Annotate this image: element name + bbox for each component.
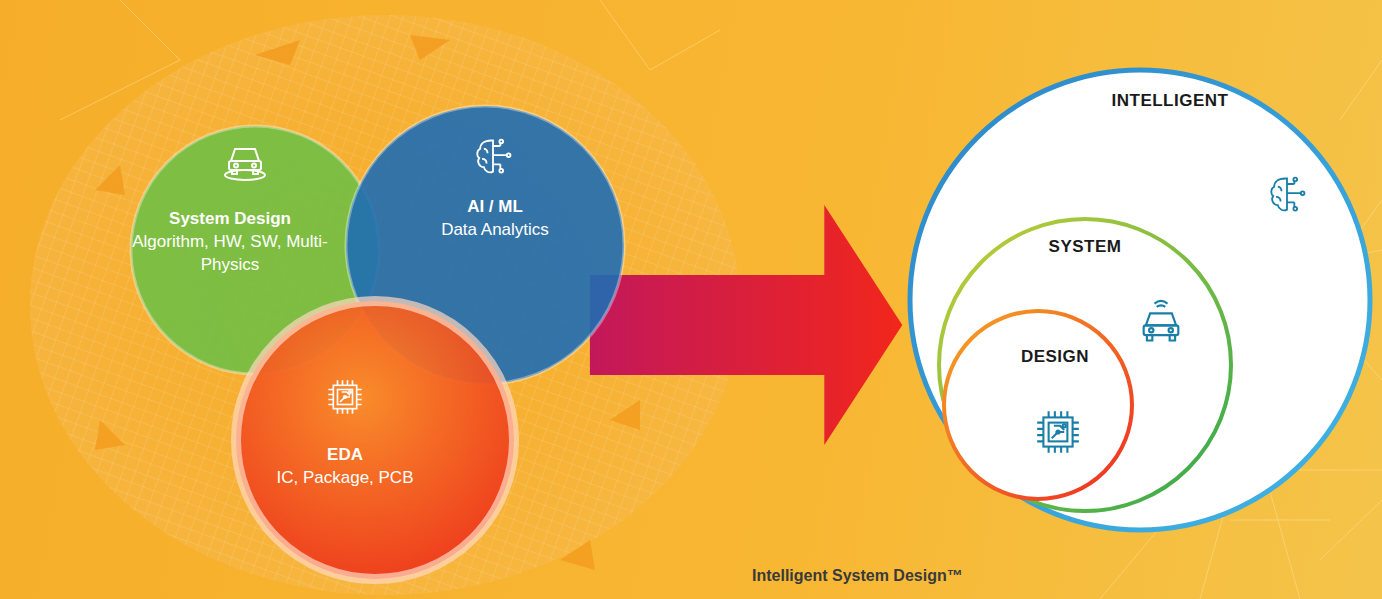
text-block: EDAIC, Package, PCB (240, 443, 450, 489)
node-title: DESIGN (995, 347, 1115, 367)
venn-circle: EDAIC, Package, PCB (230, 295, 520, 585)
node-title: SYSTEM (1020, 237, 1150, 257)
node-title: AI / ML (395, 195, 595, 218)
node-title: System Design (130, 207, 330, 230)
icon (1033, 407, 1083, 461)
text-block: DESIGN (995, 347, 1115, 367)
text-block: INTELLIGENT (1075, 91, 1265, 111)
caption-label: Intelligent System Design™ (752, 567, 963, 585)
block-arrow (590, 205, 902, 445)
nested-circle: DESIGN (940, 307, 1136, 503)
text-block: System DesignAlgorithm, HW, SW, Multi-Ph… (130, 207, 330, 276)
node-title: EDA (240, 443, 450, 466)
node-body: Data Analytics (395, 218, 595, 241)
text-block: SYSTEM (1020, 237, 1150, 257)
node-body: Algorithm, HW, SW, Multi-Physics (130, 230, 330, 276)
icon (1135, 295, 1187, 351)
icon (325, 377, 365, 421)
node-title: INTELLIGENT (1075, 91, 1265, 111)
circle-outline (230, 295, 520, 585)
nested-circle: INTELLIGENT SYSTEM DESIGN (905, 65, 1375, 535)
icon (1265, 173, 1309, 221)
text-block: AI / MLData Analytics (395, 195, 595, 241)
circle-outline (940, 307, 1136, 503)
icon (471, 135, 515, 183)
icon (221, 135, 269, 187)
node-body: IC, Package, PCB (240, 466, 450, 489)
network-lines (60, 0, 1382, 599)
nested-circle: SYSTEM DESIGN (935, 215, 1235, 515)
